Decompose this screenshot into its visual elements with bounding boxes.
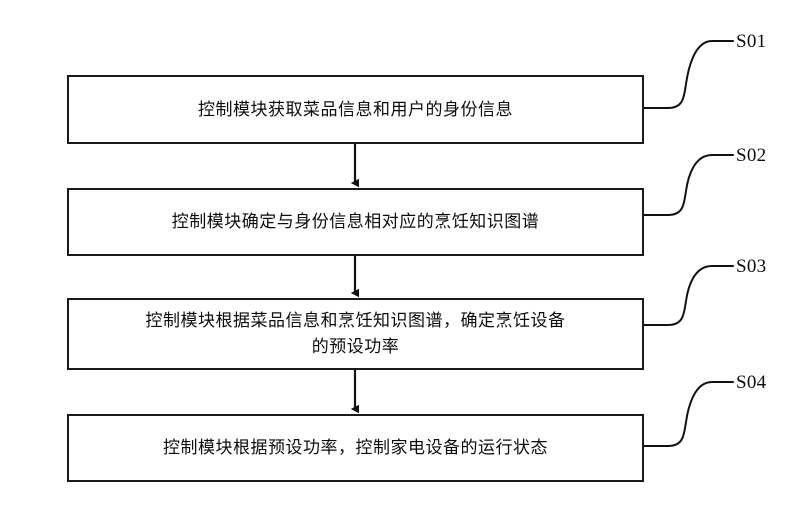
leader-line-s03 [643,265,734,326]
step-label-s03: S03 [736,256,767,277]
process-box-s02-text: 控制模块确定与身份信息相对应的烹饪知识图谱 [171,212,540,232]
step-label-s04: S04 [736,372,767,393]
process-box-s01[interactable]: 控制模块获取菜品信息和用户的身份信息 [67,75,644,144]
process-box-s03[interactable]: 控制模块根据菜品信息和烹饪知识图谱，确定烹饪设备 的预设功率 [67,298,644,370]
step-label-s01: S01 [736,31,767,52]
leader-line-s01 [643,40,734,109]
process-box-s04-text: 控制模块根据预设功率，控制家电设备的运行状态 [163,438,548,458]
leader-line-s02 [643,154,734,216]
process-box-s04[interactable]: 控制模块根据预设功率，控制家电设备的运行状态 [67,414,644,482]
process-box-s01-text: 控制模块获取菜品信息和用户的身份信息 [198,99,513,120]
leader-line-group [643,40,734,447]
process-box-s02[interactable]: 控制模块确定与身份信息相对应的烹饪知识图谱 [67,188,644,256]
leader-line-s04 [643,381,734,447]
step-label-s02: S02 [736,145,767,166]
process-box-s03-text: 控制模块根据菜品信息和烹饪知识图谱，确定烹饪设备 的预设功率 [145,311,566,357]
